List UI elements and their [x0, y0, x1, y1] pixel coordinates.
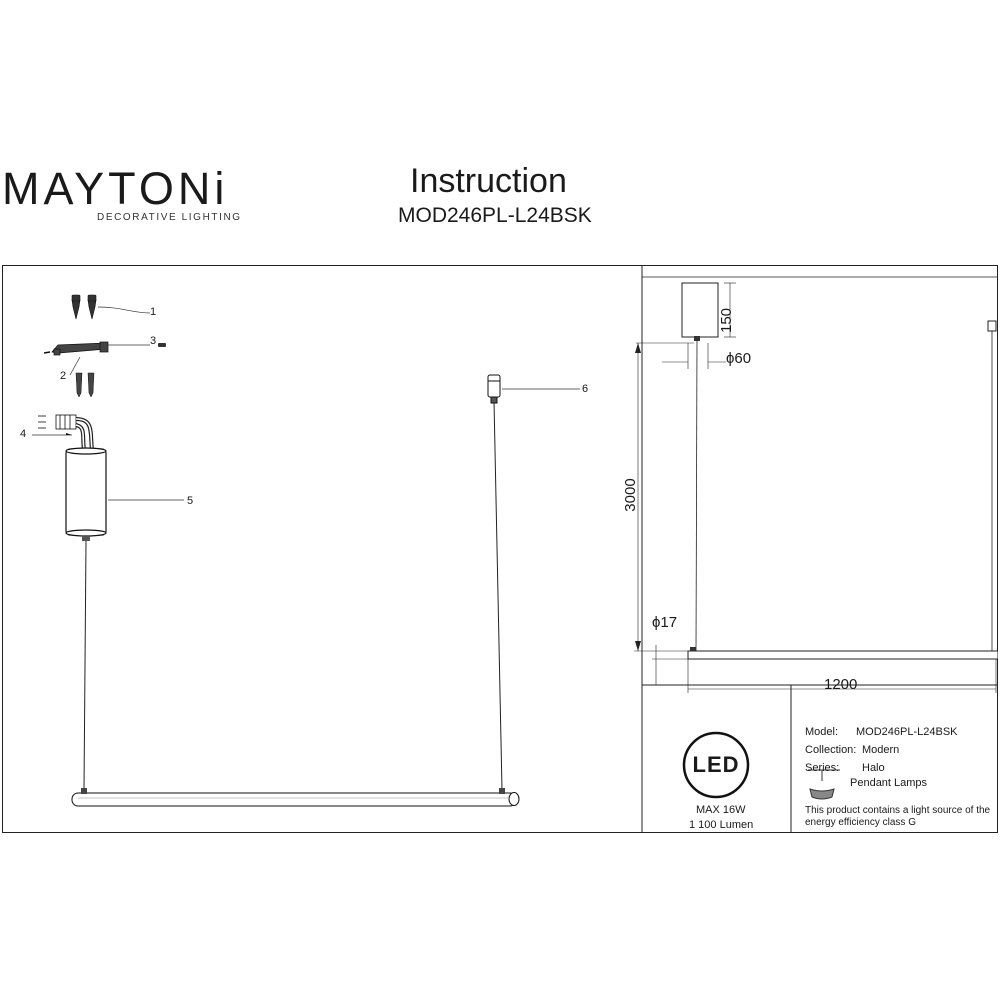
info-energy-line2: energy efficiency class G: [805, 817, 916, 828]
info-type-value: Pendant Lamps: [850, 777, 928, 789]
pendant-lamp-icon: [808, 769, 840, 800]
tube-outline: [687, 650, 998, 660]
led-logo-circle: [682, 731, 750, 799]
light-bar-icon: [71, 792, 520, 807]
dimension-canopy-height: 150: [718, 307, 735, 333]
instruction-sheet: [2, 265, 998, 833]
part-label-6: 6: [582, 383, 589, 395]
mounting-bracket-icon: [51, 341, 109, 356]
sheet-frame: [2, 265, 998, 833]
dimension-tube-length: 1200: [824, 676, 858, 693]
info-model-value: MOD246PL-L24BSK: [856, 726, 958, 738]
part-label-2: 2: [60, 370, 67, 382]
document-title: Instruction: [410, 162, 567, 200]
info-energy-line1: This product contains a light source of …: [805, 805, 991, 816]
small-screw-icon: [158, 343, 166, 347]
info-series-label: Series:: [805, 762, 840, 774]
led-logo: LED: [692, 752, 740, 777]
info-series-value: Halo: [862, 762, 885, 774]
info-collection-label: Collection:: [805, 744, 857, 756]
part-label-1: 1: [150, 306, 157, 318]
part-label-4: 4: [20, 428, 27, 440]
document-model: MOD246PL-L24BSK: [398, 204, 592, 227]
info-collection-value: Modern: [862, 744, 900, 756]
terminal-block-icon: [38, 414, 77, 430]
brand-logo: MAYTONi: [2, 163, 229, 214]
led-power: MAX 16W: [696, 804, 746, 816]
brand-tagline: DECORATIVE LIGHTING: [97, 212, 242, 223]
part-label-5: 5: [187, 495, 194, 507]
dimension-canopy-diameter: ϕ60: [726, 350, 752, 367]
canopy-outline: [681, 282, 719, 338]
screw-icon: [71, 294, 97, 320]
cable-gripper-icon: [487, 374, 501, 404]
dimension-tube-diameter: ϕ17: [652, 614, 678, 631]
info-model-label: Model:: [805, 726, 839, 738]
led-lumen: 1 100 Lumen: [689, 819, 754, 831]
canopy-cylinder-icon: [65, 447, 107, 537]
dimension-cable-length: 3000: [622, 478, 639, 512]
wall-plug-icon: [75, 372, 95, 398]
part-label-3: 3: [150, 335, 157, 347]
